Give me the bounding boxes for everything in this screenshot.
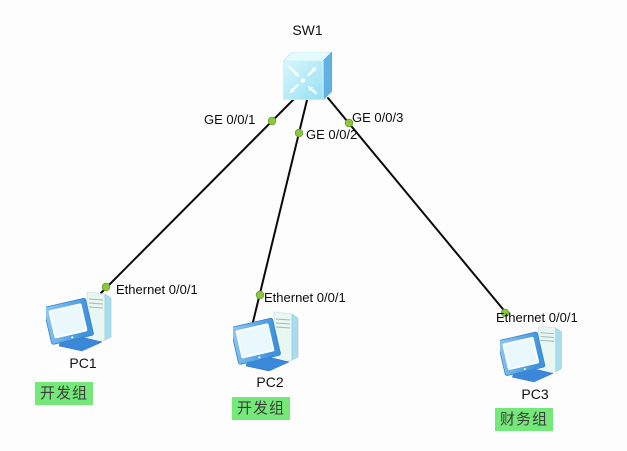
group-annotation-pc3[interactable]: 财务组 [495, 408, 554, 431]
port-label-ge2: GE 0/0/2 [306, 127, 358, 142]
link-sw1-pc1[interactable] [100, 97, 296, 294]
port-status-dot-pc2 [255, 290, 265, 300]
port-label-ge3: GE 0/0/3 [352, 110, 404, 125]
port-status-dot-pc3 [500, 308, 510, 318]
pc-device-pc3[interactable] [500, 325, 570, 384]
pc-label-pc2: PC2 [256, 374, 284, 390]
switch-device-sw1[interactable] [283, 52, 332, 100]
switch-icon [283, 52, 332, 100]
port-status-dot-ge1 [267, 116, 277, 126]
port-status-dot-ge3 [344, 118, 354, 128]
switch-label: SW1 [292, 22, 323, 38]
port-status-dot-pc1 [101, 282, 111, 292]
port-label-pc2-eth: Ethernet 0/0/1 [264, 290, 346, 305]
port-label-pc1-eth: Ethernet 0/0/1 [116, 282, 198, 297]
link-sw1-pc3[interactable] [327, 97, 508, 315]
group-annotation-pc2[interactable]: 开发组 [232, 397, 291, 420]
pc-device-pc2[interactable] [233, 311, 307, 373]
pc-icon [46, 291, 112, 352]
pc-label-pc3: PC3 [521, 386, 549, 402]
port-label-ge1: GE 0/0/1 [204, 112, 256, 127]
pc-device-pc1[interactable] [46, 291, 120, 353]
pc-label-pc1: PC1 [69, 355, 97, 371]
pc-icon [500, 325, 562, 383]
port-label-pc3-eth: Ethernet 0/0/1 [496, 310, 578, 325]
port-status-dot-ge2 [294, 128, 304, 138]
group-annotation-pc1[interactable]: 开发组 [35, 382, 94, 405]
pc-icon [233, 311, 299, 372]
